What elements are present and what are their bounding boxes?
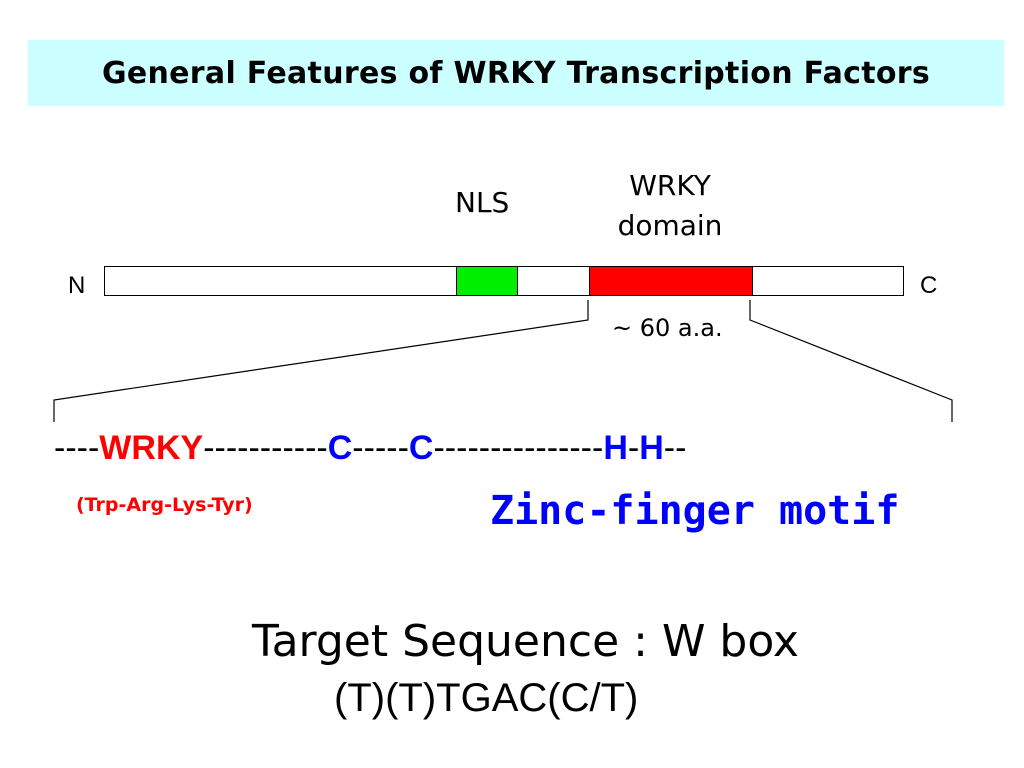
protein-bar [104,265,904,296]
domain-length-label: ~ 60 a.a. [612,314,723,342]
title-banner: General Features of WRKY Transcription F… [28,40,1004,106]
n-terminus-label: N [68,272,86,299]
slide-title: General Features of WRKY Transcription F… [101,55,931,91]
wrky-domain-sequence: ----WRKY-----------C-----C--------------… [54,428,686,468]
seq-dashes: -- [663,429,687,467]
wrky-domain-segment [589,265,753,296]
zoom-left-line [53,300,589,422]
wrky-domain-label: WRKY domain [600,166,740,246]
w-box-sequence: (T)(T)TGAC(C/T) [334,676,639,720]
nls-label: NLS [455,186,510,219]
nls-segment [456,265,518,296]
seq-dashes: ----------- [203,429,328,467]
wrky-expansion-label: (Trp-Arg-Lys-Tyr) [76,494,253,516]
zoom-right-line [749,300,953,422]
cysteine-residue: C [408,429,434,467]
seq-dashes: ----- [352,429,409,467]
wrky-motif: WRKY [99,429,204,467]
wrky-domain-label-line1: WRKY [629,169,711,202]
seq-dashes: - [627,429,640,467]
histidine-residue: H [639,429,664,467]
c-terminus-label: C [920,272,938,299]
target-sequence-label: Target Sequence : W box [252,616,799,667]
seq-dashes: ---- [54,429,100,467]
seq-dashes: --------------- [433,429,604,467]
histidine-residue: H [603,429,628,467]
wrky-domain-label-line2: domain [617,209,723,242]
zinc-finger-label: Zinc-finger motif [490,488,900,534]
cysteine-residue: C [327,429,353,467]
